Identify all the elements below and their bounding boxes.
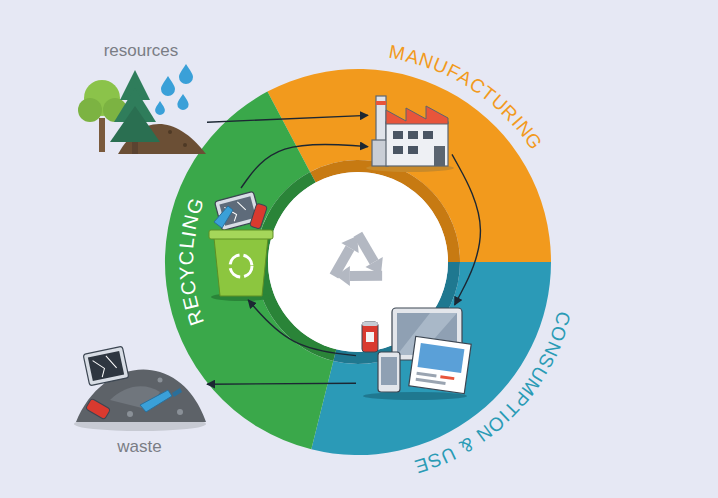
recycling-bin-icon	[209, 191, 273, 301]
recycle-symbol-part-part	[350, 262, 382, 290]
factory-icon	[366, 96, 454, 172]
devices-icon-part	[381, 357, 397, 385]
resources-illustration-part	[110, 106, 160, 142]
factory-icon-part	[386, 122, 448, 166]
cycle-ring	[165, 69, 551, 455]
devices-icon-part	[366, 332, 374, 342]
recycle-symbol-part	[335, 254, 382, 295]
resources-illustration-part	[99, 118, 105, 152]
factory-icon-part	[408, 146, 418, 154]
factory-icon-part	[423, 131, 433, 139]
recycle-symbol-part-part	[335, 266, 358, 290]
devices-icon-part-part	[409, 336, 471, 393]
resources-illustration-part	[177, 94, 188, 110]
manufacturing-stage: MANUFACTURING	[368, 92, 452, 170]
resources-illustration-part	[78, 98, 102, 122]
stage-label: RECYCLING	[164, 184, 217, 340]
devices-icon-part-part	[418, 343, 465, 373]
devices-icon-part	[378, 352, 400, 392]
devices-icon-part	[409, 336, 471, 393]
stage-label: MANUFACTURING	[376, 33, 553, 163]
waste-pile-part	[158, 378, 163, 383]
waste-pile-part	[177, 409, 183, 415]
flow-arrow	[207, 115, 368, 122]
factory-icon-part	[408, 131, 418, 139]
flow-arrow	[207, 383, 356, 384]
factory-icon-part	[393, 146, 403, 154]
resources-illustration-part	[168, 130, 172, 134]
waste-pile	[74, 346, 206, 431]
waste-pile-part-part	[83, 346, 129, 386]
waste-pile-part	[83, 346, 129, 386]
devices-icon-part-part	[416, 372, 436, 378]
factory-icon-part	[376, 101, 386, 105]
devices-icon-part	[362, 322, 378, 326]
consumption-stage: CONSUMPTION & USE	[356, 305, 472, 397]
recycle-symbol-part	[346, 234, 393, 275]
waste-pile-part-part	[88, 351, 124, 381]
waste-node: waste	[72, 345, 207, 457]
node-label: waste	[117, 438, 161, 457]
devices-icon-part-part	[416, 378, 446, 385]
devices-icon-part	[363, 392, 467, 400]
resources-illustration-part	[179, 64, 193, 84]
recycle-symbol-part-part	[350, 234, 382, 262]
waste-pile-part	[127, 411, 133, 417]
recycling-bin-icon-part	[214, 206, 233, 228]
devices-icon-part	[362, 322, 378, 352]
waste-pile-part	[140, 390, 172, 412]
recycling-bin-icon-part	[250, 203, 268, 229]
devices-icon-part-part	[440, 375, 454, 380]
stage-label: CONSUMPTION & USE	[401, 298, 584, 485]
node-label: resources	[104, 42, 179, 61]
resources-illustration-part	[183, 143, 187, 147]
resources-illustration-part	[155, 101, 165, 115]
flow-arrow	[241, 144, 368, 188]
label-glyph: C	[175, 250, 197, 265]
factory-icon-part	[434, 146, 445, 166]
recycling-bin-icon-part	[214, 238, 268, 296]
waste-pile-part	[172, 388, 182, 397]
label-glyph: Y	[175, 266, 198, 281]
factory-icon-part	[386, 106, 448, 124]
recycle-symbol	[334, 234, 393, 296]
recycling-bin-icon-part	[230, 255, 252, 277]
recycling-bin-icon-part	[209, 230, 273, 239]
connector-layer-part	[207, 115, 480, 384]
label-glyph: &	[455, 432, 477, 456]
resources-illustration	[78, 64, 206, 154]
recycling-stage: RECYCLING	[205, 188, 277, 300]
resources-illustration-part	[161, 76, 175, 96]
waste-pile-part	[85, 398, 110, 419]
devices-icon	[362, 308, 471, 400]
flow-arrow	[452, 154, 480, 305]
label-glyph: L	[175, 237, 198, 250]
resources-node: resources	[75, 42, 207, 160]
waste-pile-part-part	[92, 354, 118, 378]
factory-icon-part	[393, 131, 403, 139]
flow-arrow	[248, 300, 356, 356]
